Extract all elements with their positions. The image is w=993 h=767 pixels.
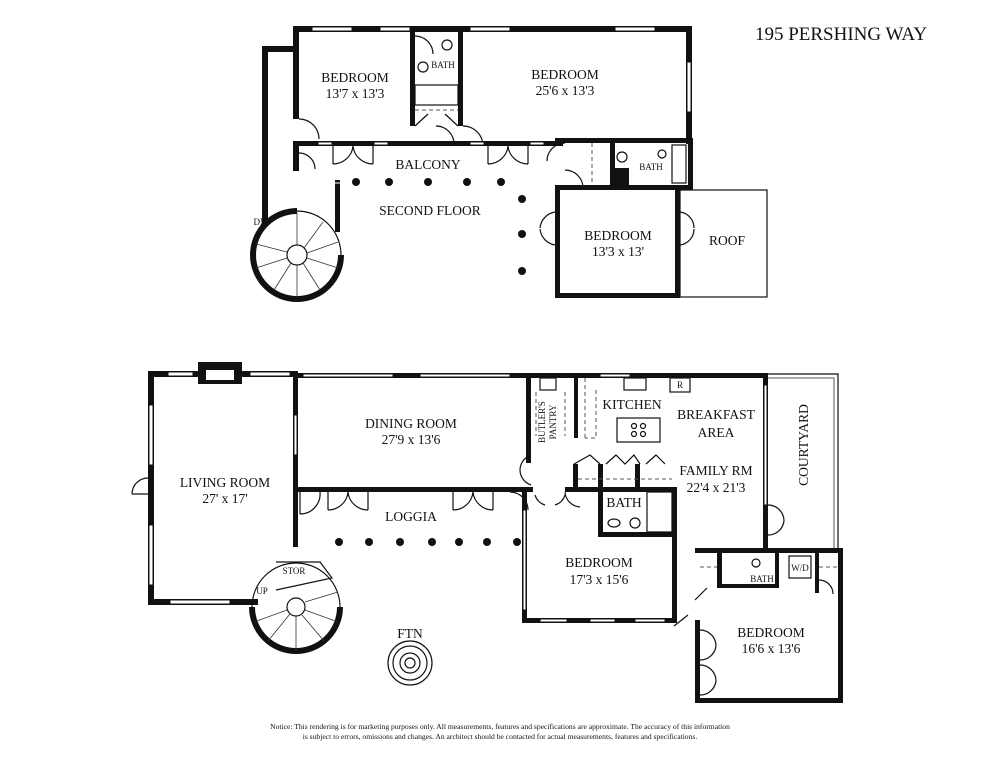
pantry-label: PANTRY bbox=[548, 404, 558, 439]
kitchen-label: KITCHEN bbox=[602, 397, 661, 412]
room-name: BEDROOM bbox=[565, 555, 633, 570]
refrigerator-label: R bbox=[677, 380, 683, 390]
fountain-label: FTN bbox=[397, 626, 423, 641]
stair-down-label: DN bbox=[254, 217, 267, 227]
floor-label: SECOND FLOOR bbox=[379, 203, 481, 218]
courtyard-label: COURTYARD bbox=[796, 404, 811, 486]
first-floor-plan bbox=[131, 362, 843, 703]
room-name: BEDROOM bbox=[531, 67, 599, 82]
fountain-icon bbox=[387, 640, 433, 686]
room-name: BEDROOM bbox=[584, 228, 652, 243]
second-floor-plan bbox=[250, 26, 768, 302]
loggia-columns bbox=[335, 538, 521, 546]
bath-label: BATH bbox=[750, 574, 774, 584]
storage-label: STOR bbox=[283, 566, 306, 576]
loggia-label: LOGGIA bbox=[385, 509, 437, 524]
notice-line: Notice: This rendering is for marketing … bbox=[270, 722, 730, 731]
room-size: 13'7 x 13'3 bbox=[326, 86, 385, 101]
room-name: BEDROOM bbox=[737, 625, 805, 640]
room-name: FAMILY RM bbox=[679, 463, 752, 478]
room-name: LIVING ROOM bbox=[180, 475, 270, 490]
columns bbox=[352, 178, 526, 275]
plan-title: 195 PERSHING WAY bbox=[755, 24, 927, 45]
bath-label: BATH bbox=[431, 60, 455, 70]
bath-label: BATH bbox=[606, 495, 642, 510]
room-size: 16'6 x 13'6 bbox=[742, 641, 801, 656]
bath-label: BATH bbox=[639, 162, 663, 172]
breakfast-label: BREAKFAST bbox=[677, 407, 756, 422]
breakfast-label: AREA bbox=[698, 425, 735, 440]
room-name: BEDROOM bbox=[321, 70, 389, 85]
room-size: 27'9 x 13'6 bbox=[382, 432, 441, 447]
room-size: 27' x 17' bbox=[202, 491, 247, 506]
pantry-label: BUTLER'S bbox=[537, 401, 547, 443]
washer-dryer-label: W/D bbox=[791, 563, 809, 573]
room-size: 25'6 x 13'3 bbox=[536, 83, 595, 98]
notice-line: is subject to errors, omissions and chan… bbox=[302, 732, 698, 741]
roof-label: ROOF bbox=[709, 233, 746, 248]
room-size: 13'3 x 13' bbox=[592, 244, 644, 259]
spiral-stair-treads bbox=[255, 213, 339, 297]
room-size: 22'4 x 21'3 bbox=[687, 480, 746, 495]
room-name: DINING ROOM bbox=[365, 416, 457, 431]
stair-up-label: UP bbox=[256, 586, 268, 596]
balcony-label: BALCONY bbox=[395, 157, 461, 172]
disclaimer-notice: Notice: This rendering is for marketing … bbox=[200, 722, 800, 742]
room-size: 17'3 x 15'6 bbox=[570, 572, 629, 587]
